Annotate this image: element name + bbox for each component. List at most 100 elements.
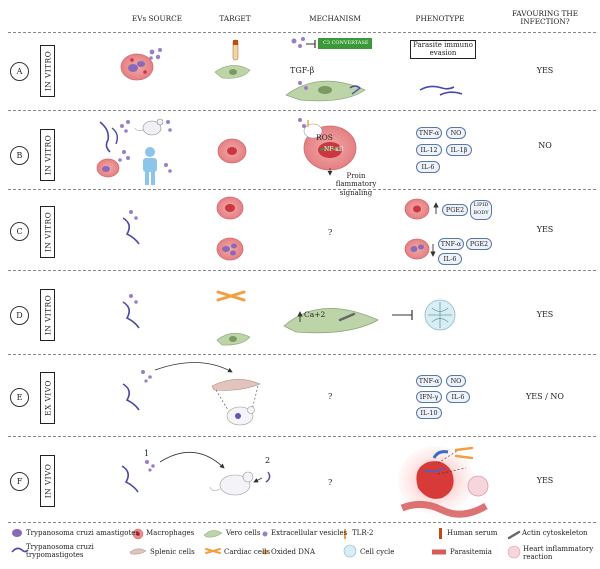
setting-label-c: IN VITRO xyxy=(40,206,55,258)
mechanism-unknown-f: ? xyxy=(328,478,333,487)
row-letter-a: A xyxy=(10,62,29,81)
pill-lipid-body: LIPID BODY xyxy=(470,200,492,220)
row-divider xyxy=(8,436,596,437)
legend-heart-inflammatory-reaction: Heart inflammatory reaction xyxy=(523,545,594,562)
favouring-c: YES xyxy=(536,225,554,234)
proinflammatory-signaling-label: Proin flammatory signaling xyxy=(335,172,377,197)
row-divider xyxy=(8,110,596,111)
row-divider xyxy=(8,189,596,190)
setting-label-e: EX VIVO xyxy=(40,372,55,424)
ev-cluster xyxy=(298,81,308,90)
favouring-b: NO xyxy=(538,141,552,150)
favouring-a: YES xyxy=(536,66,554,75)
pill-pge2: PGE2 xyxy=(442,204,468,216)
pill-pge2-c: PGE2 xyxy=(466,238,492,250)
legend-vero-cells: Vero cells xyxy=(226,529,261,537)
header-mechanism: MECHANISM xyxy=(309,14,361,23)
row-c-phenotype-macrophage xyxy=(404,198,439,220)
nf-kb-label: NF-κB xyxy=(324,146,344,153)
row-letter-c: C xyxy=(10,222,29,241)
row-divider xyxy=(8,270,596,271)
row-d-target-vero-cell xyxy=(216,332,251,346)
row-b-mechanism-macrophage xyxy=(298,118,357,176)
favouring-f: YES xyxy=(536,476,554,485)
legend-oxided-dna: Oxided DNA xyxy=(271,548,316,556)
ros-label: ROS xyxy=(316,133,333,142)
row-e-target xyxy=(211,379,261,426)
c3-convertase-label: C3 CONVERTASE xyxy=(323,40,369,46)
legend-tlr-2: TLR-2 xyxy=(352,529,374,537)
setting-label-d: IN VITRO xyxy=(40,289,55,341)
pill-il-10: IL-10 xyxy=(416,407,442,419)
row-d-source-parasite xyxy=(122,294,140,329)
pill-il-6: IL-6 xyxy=(416,161,440,173)
legend-cell-cycle: Cell cycle xyxy=(360,548,395,556)
header-favouring: FAVOURING THE INFECTION? xyxy=(511,9,579,27)
heart-inflammation-illustration xyxy=(398,446,489,518)
pill-tnf-alpha: TNF-α xyxy=(416,127,442,139)
mechanism-unknown-e: ? xyxy=(328,392,333,401)
vero-cell-icon xyxy=(214,65,251,79)
parasite-immuno-evasion-box: Parasite immuno evasion xyxy=(410,40,476,59)
header-evs-source: EVs SOURCE xyxy=(131,14,183,23)
row-f-source-parasite xyxy=(121,451,225,493)
legend-actin-cytoskeleton: Actin cytoskeleton xyxy=(522,529,588,537)
row-b-target-macrophage xyxy=(217,138,247,164)
legend-extracellular-vesicles: Extracellular vesicles xyxy=(271,529,348,537)
step-1-label: 1 xyxy=(144,449,150,458)
mechanism-unknown-c: ? xyxy=(328,228,333,237)
ev-cluster xyxy=(291,37,305,48)
legend-amastigotes: Trypanosoma cruzi amastigotes xyxy=(26,529,139,537)
row-letter-d: D xyxy=(10,306,29,325)
favouring-d: YES xyxy=(536,310,554,319)
row-divider xyxy=(8,354,596,355)
pill-no-e: NO xyxy=(446,375,466,387)
setting-label-a: IN VITRO xyxy=(40,45,55,97)
legend-macrophages: Macrophages xyxy=(146,529,195,537)
header-phenotype: PHENOTYPE xyxy=(415,14,465,23)
cell-cycle-icon xyxy=(424,299,456,331)
row-a-source-macrophage xyxy=(120,53,154,81)
row-b-source xyxy=(96,118,172,185)
setting-label-b: IN VITRO xyxy=(40,129,55,181)
row-f-target-mouse xyxy=(209,471,271,496)
legend-splenic-cells: Splenic cells xyxy=(150,548,195,556)
pill-ifn-gamma: IFN-γ xyxy=(416,391,442,403)
row-letter-e: E xyxy=(10,388,29,407)
row-c-target-infected-macrophage xyxy=(216,237,244,261)
row-letter-b: B xyxy=(10,146,29,165)
row-letter-f: F xyxy=(10,472,29,491)
row-divider xyxy=(8,522,596,523)
pill-il-12: IL-12 xyxy=(416,144,442,156)
calcium-label: Ca+2 xyxy=(304,310,326,319)
vero-cell-icon xyxy=(285,80,366,102)
setting-label-f: IN VIVO xyxy=(40,455,55,507)
pill-il-1-beta: IL-1β xyxy=(446,144,472,156)
legend-cardiac-cells: Cardiac cells xyxy=(224,548,271,556)
human-serum-tube-icon xyxy=(232,39,239,61)
row-divider xyxy=(8,32,596,33)
pill-il-6-e: IL-6 xyxy=(446,391,470,403)
pill-tnf-alpha-c: TNF-α xyxy=(438,238,464,250)
row-d-phenotype-inhibition xyxy=(392,310,413,320)
row-c-source-parasite xyxy=(122,210,140,245)
header-target: TARGET xyxy=(219,14,251,23)
legend-human-serum: Human serum xyxy=(447,529,498,537)
step-2-label: 2 xyxy=(265,456,271,465)
ev-cluster xyxy=(149,48,162,60)
row-c-target-macrophage xyxy=(216,196,244,220)
row-d-mechanism-cell xyxy=(283,307,379,334)
pill-il-6-c: IL-6 xyxy=(438,253,462,265)
legend-trypomastigotes: Trypanosoma cruzi trypomastigotes xyxy=(26,543,94,560)
pill-no: NO xyxy=(446,127,466,139)
pill-tnf-alpha-e: TNF-α xyxy=(416,375,442,387)
favouring-e: YES / NO xyxy=(526,392,564,401)
row-e-source-parasite xyxy=(122,362,233,411)
legend-icons xyxy=(11,528,521,559)
legend-parasitemia: Parasitemia xyxy=(450,548,492,556)
row-d-target-cardiac-cell xyxy=(216,290,246,302)
row-c-phenotype-infected-macrophage xyxy=(404,238,436,260)
tgf-beta-label: TGF-β xyxy=(290,66,315,75)
